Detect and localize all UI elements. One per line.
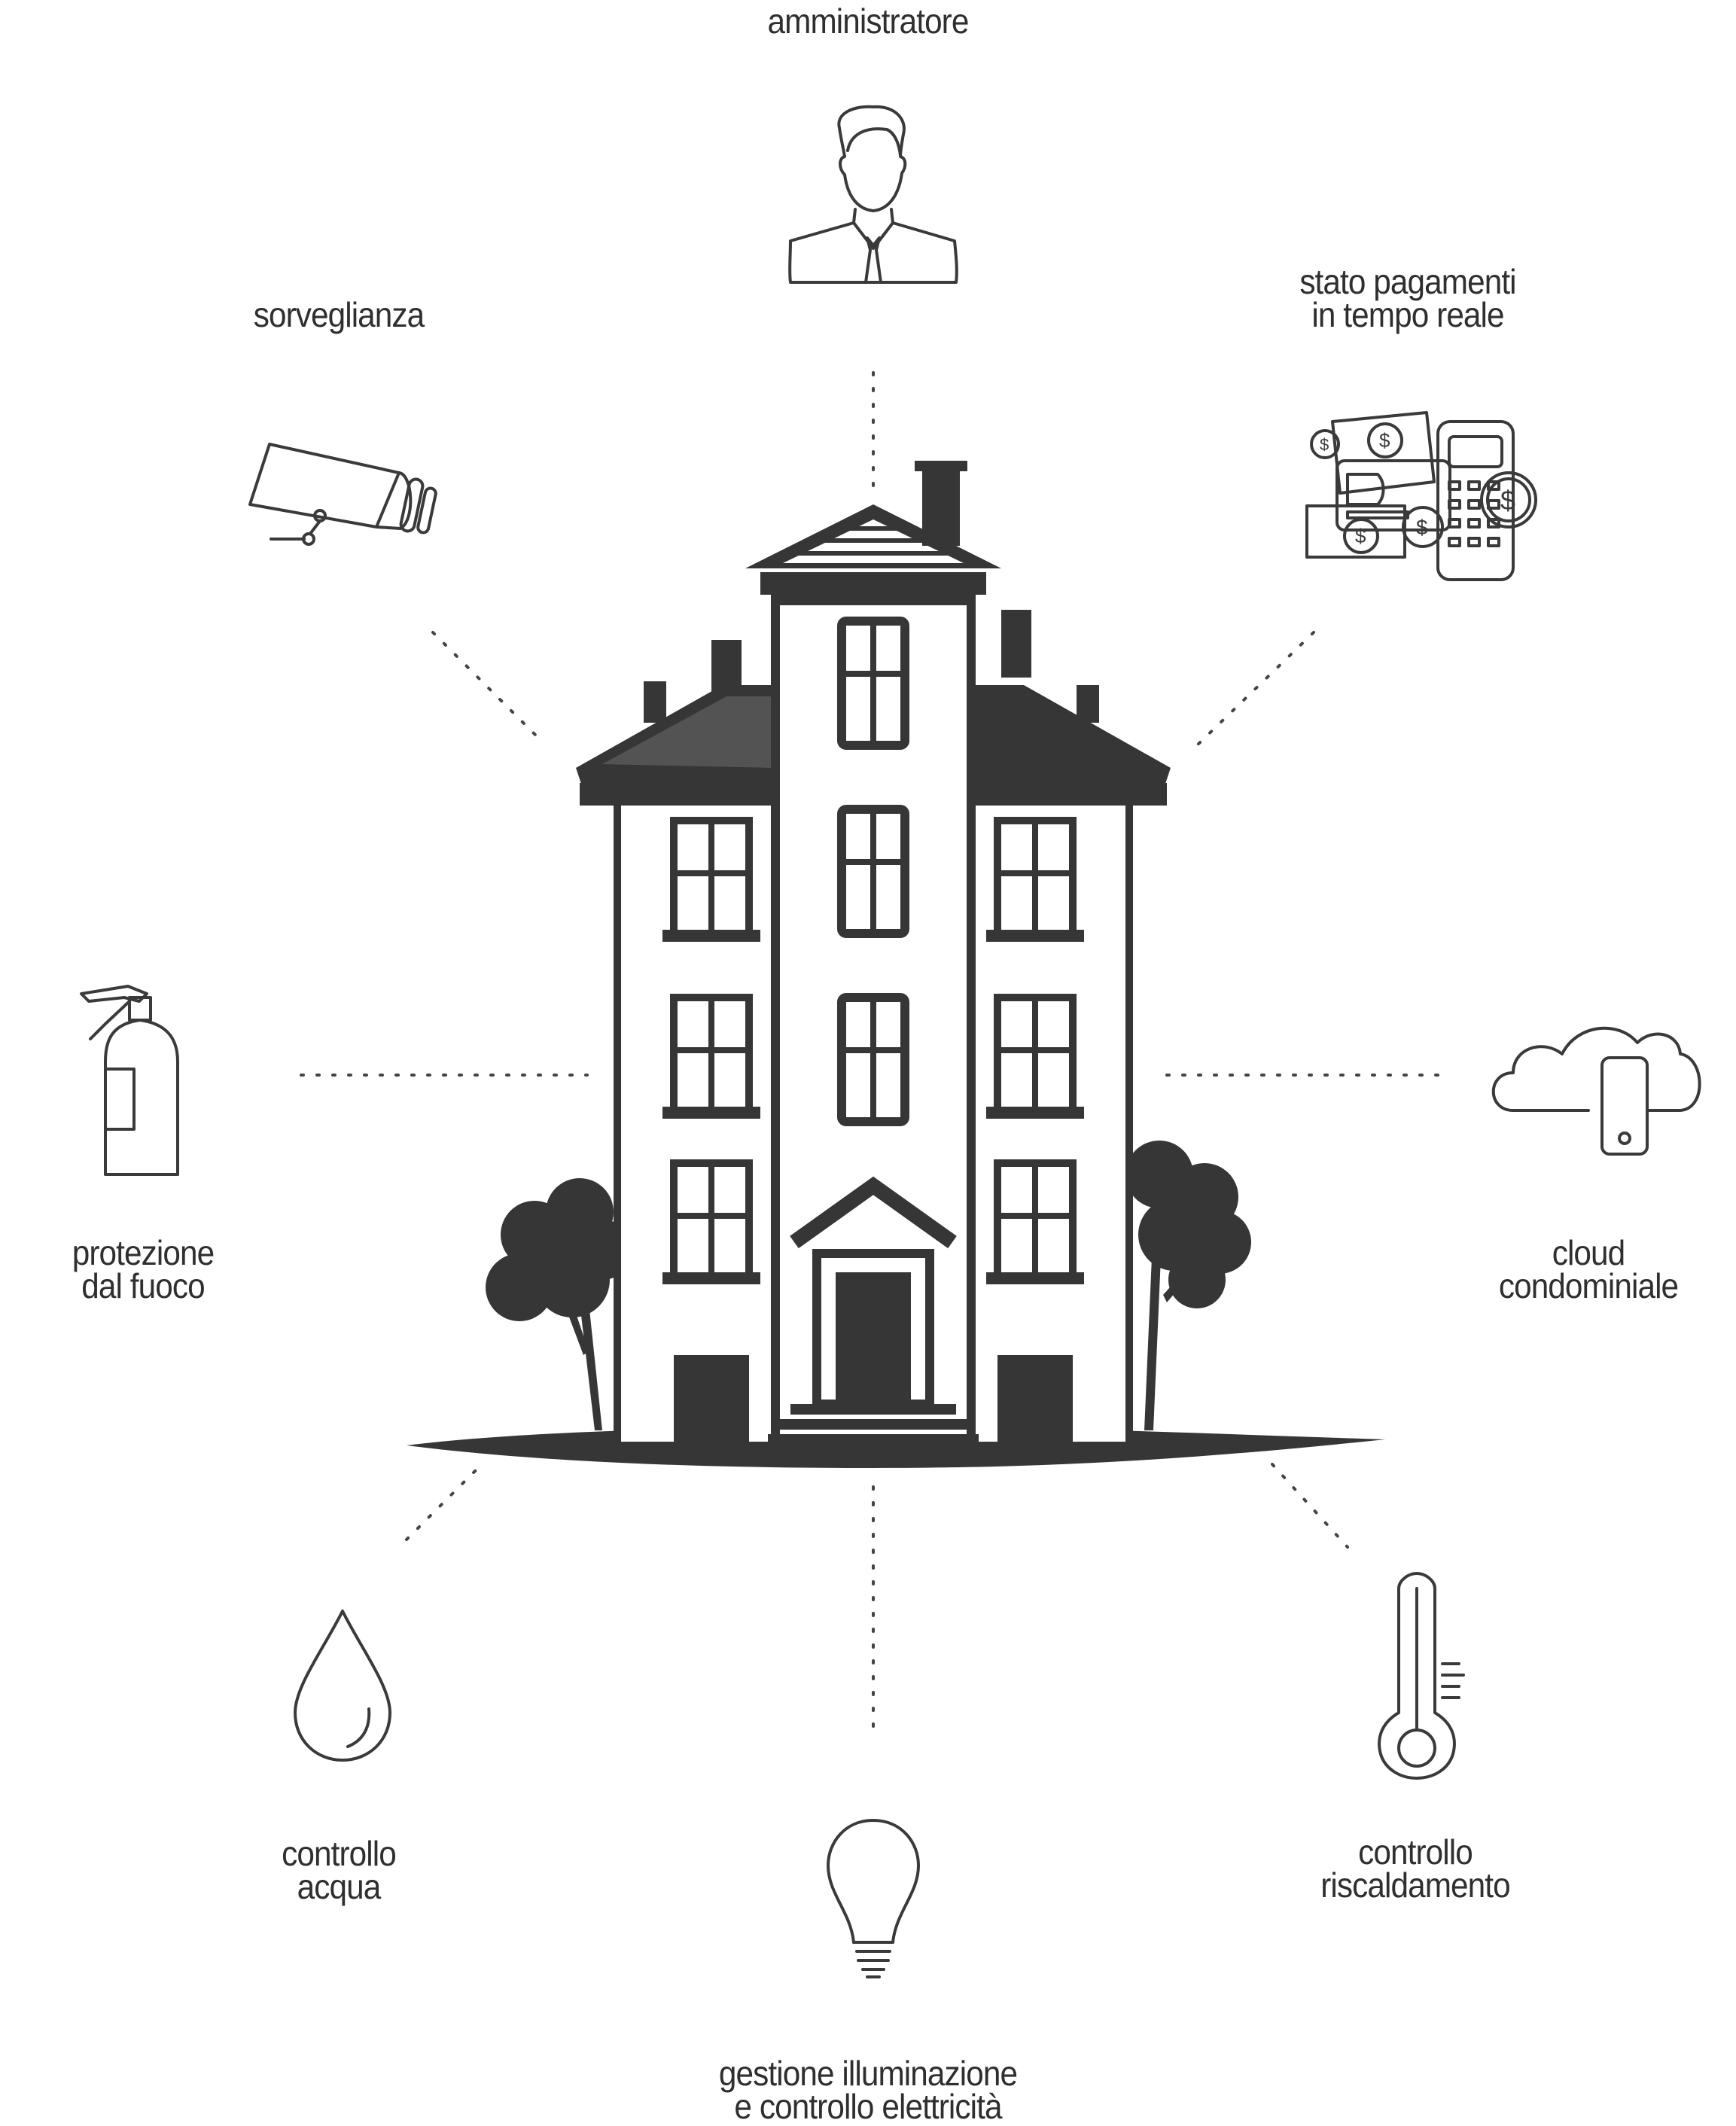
- svg-text:$: $: [1416, 516, 1428, 539]
- person-icon: [788, 105, 958, 284]
- light-bulb-icon: [827, 1819, 920, 1978]
- payments-icon: $ $ $ $ $: [1305, 411, 1537, 581]
- label-payments: stato pagamenti in tempo reale: [1299, 262, 1516, 334]
- svg-text:$: $: [1500, 485, 1515, 516]
- fire-extinguisher-icon: [80, 985, 179, 1176]
- cloud-phone-icon: [1491, 1026, 1701, 1156]
- svg-text:$: $: [1320, 435, 1329, 454]
- label-water: controllo acqua: [282, 1834, 397, 1906]
- water-drop-icon: [294, 1610, 391, 1762]
- svg-text:$: $: [1379, 429, 1390, 452]
- svg-text:$: $: [1355, 525, 1366, 547]
- label-fire: protezione dal fuoco: [72, 1233, 215, 1305]
- label-surveillance: sorveglianza: [253, 295, 425, 334]
- security-camera-icon: [248, 443, 437, 546]
- label-lighting: gestione illuminazione e controllo elett…: [718, 2054, 1018, 2126]
- label-admin: amministratore: [767, 2, 969, 41]
- label-cloud: cloud condominiale: [1498, 1233, 1679, 1305]
- building-icon: [407, 461, 1385, 1468]
- connector-lines: [300, 371, 1439, 1737]
- label-heating: controllo riscaldamento: [1320, 1832, 1510, 1905]
- thermometer-icon: [1378, 1572, 1465, 1780]
